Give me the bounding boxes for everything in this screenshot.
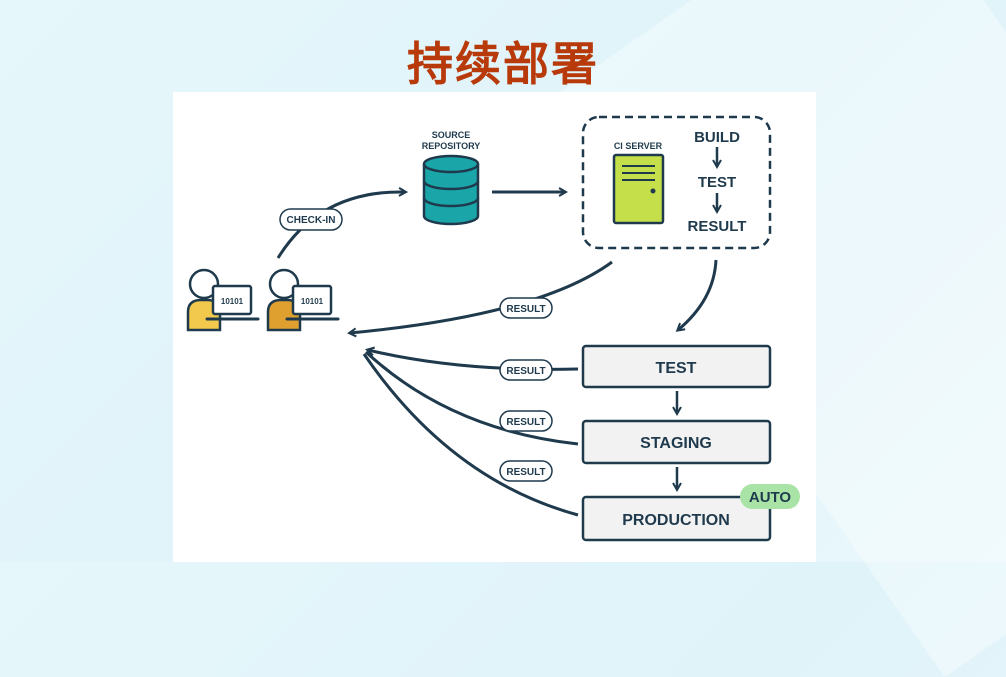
stage-production: PRODUCTION: [581, 495, 772, 542]
production-result-pill: RESULT: [499, 460, 553, 482]
production-result-arrow: [362, 353, 579, 517]
ci-server-label: CI SERVER: [614, 141, 663, 151]
production-result-label: RESULT: [506, 467, 545, 478]
ci-step-result: RESULT: [688, 218, 747, 235]
ci-step-build: BUILD: [694, 129, 740, 146]
source-repository-label-line1: SOURCE: [432, 130, 471, 140]
developer-1-screen-text: 10101: [221, 297, 244, 306]
developer-1: 10101: [186, 268, 260, 332]
auto-badge-label: AUTO: [749, 489, 792, 506]
developer-1-laptop-screen: [211, 284, 253, 316]
stage-production-label: PRODUCTION: [622, 512, 730, 529]
staging-result-pill: RESULT: [499, 410, 553, 432]
stage-staging-label: STAGING: [640, 435, 712, 452]
ci-server-box: [581, 115, 772, 250]
test-result-pill: RESULT: [499, 359, 553, 381]
check-in-pill: CHECK-IN: [279, 208, 343, 231]
ci-step-test: TEST: [698, 174, 736, 191]
stage-test: TEST: [581, 344, 772, 389]
source-repository-label-line2: REPOSITORY: [422, 141, 481, 151]
test-result-label: RESULT: [506, 366, 545, 377]
developer-2-laptop-screen: [291, 284, 333, 316]
stage-staging: STAGING: [581, 419, 772, 465]
developer-2-screen-text: 10101: [301, 297, 324, 306]
developer-2: 10101: [266, 268, 340, 332]
database-icon: [422, 154, 480, 226]
auto-badge: AUTO: [740, 484, 800, 509]
ci-to-test-arrow: [678, 259, 718, 330]
ci-result-pill: RESULT: [499, 297, 553, 319]
server-icon: [612, 153, 665, 225]
ci-result-label: RESULT: [506, 304, 545, 315]
page-title: 持续部署: [407, 37, 599, 91]
pipeline-diagram: 10101 10101 CHECK-IN SOURCE REPOSITORY C…: [186, 115, 800, 542]
staging-result-arrow: [364, 350, 579, 446]
ci-result-arrow: [350, 260, 613, 333]
stage-test-label: TEST: [656, 360, 697, 377]
developer-2-head: [268, 268, 300, 300]
check-in-arrow: [276, 192, 405, 259]
check-in-label: CHECK-IN: [287, 215, 336, 226]
developer-1-head: [188, 268, 220, 300]
staging-result-label: RESULT: [506, 417, 545, 428]
